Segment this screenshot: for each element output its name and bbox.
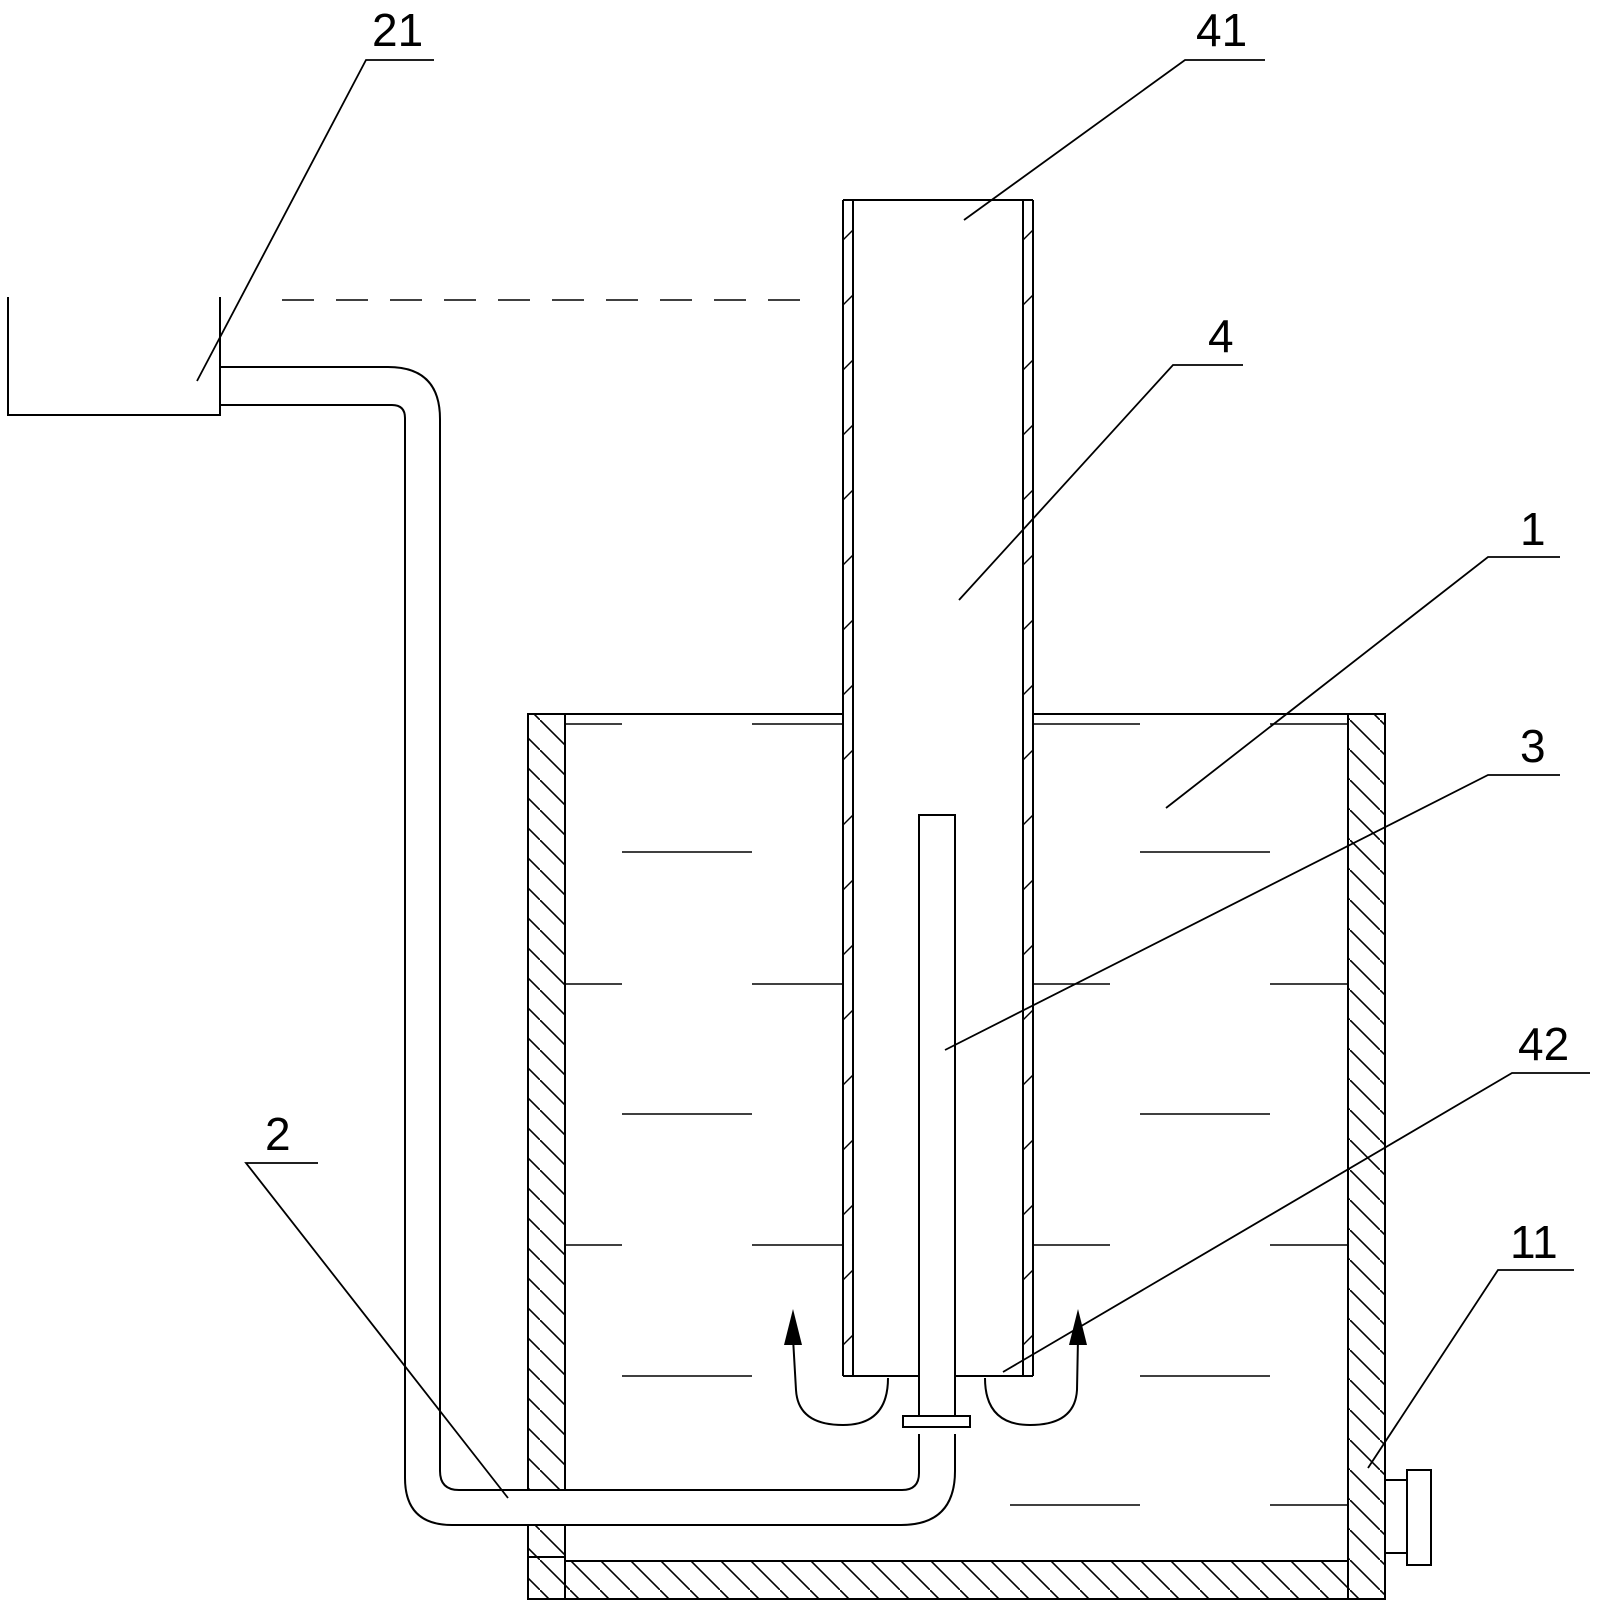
leader-lines xyxy=(196,59,1590,1499)
label-4: 4 xyxy=(1208,310,1234,362)
label-21: 21 xyxy=(372,4,423,56)
tube-wall-hatch xyxy=(843,749,853,761)
tube-wall-hatch xyxy=(1023,554,1033,566)
label-3: 3 xyxy=(1520,720,1546,772)
tube-wall-hatch xyxy=(1023,1334,1033,1346)
label-41: 41 xyxy=(1196,4,1247,56)
feed-pipe xyxy=(902,814,971,1428)
tube-wall-hatch xyxy=(843,684,853,696)
tube-wall-hatch xyxy=(1023,684,1033,696)
tube-wall-hatch xyxy=(1023,489,1033,501)
tube-wall-hatch xyxy=(1023,749,1033,761)
label-1: 1 xyxy=(1520,503,1546,555)
tube-wall-hatch xyxy=(1023,944,1033,956)
tube-wall-hatch xyxy=(843,944,853,956)
label-11: 11 xyxy=(1510,1216,1558,1268)
drain-valve xyxy=(1384,1469,1432,1566)
tube-wall-hatch xyxy=(1023,424,1033,436)
tube-wall-hatch xyxy=(843,1139,853,1151)
tube-wall-hatch xyxy=(1023,814,1033,826)
tube-wall-hatch xyxy=(843,229,853,241)
tube-wall-hatch xyxy=(1023,294,1033,306)
supply-pipe xyxy=(220,366,956,1526)
liquid-level-marks xyxy=(565,723,1348,1506)
tube-wall-hatch xyxy=(1023,229,1033,241)
tube-wall-hatch xyxy=(1023,879,1033,891)
flow-arrows xyxy=(784,1309,1087,1427)
tube-wall-hatch xyxy=(843,1269,853,1281)
tube-wall-hatch xyxy=(843,879,853,891)
tube-wall-hatch xyxy=(1023,1139,1033,1151)
tube-wall-hatch xyxy=(843,1334,853,1346)
tube-wall-hatch xyxy=(1023,1269,1033,1281)
tube-wall-hatch xyxy=(1023,1204,1033,1216)
tube-wall-hatch xyxy=(843,814,853,826)
tube-wall-hatch xyxy=(843,554,853,566)
tube-wall-hatch xyxy=(843,1074,853,1086)
tube-wall-hatch xyxy=(843,1204,853,1216)
supply-tank xyxy=(7,297,221,416)
inner-tube xyxy=(842,199,1034,1377)
tube-wall-hatch xyxy=(1023,619,1033,631)
tube-wall-hatch xyxy=(1023,1009,1033,1021)
tube-wall-hatch xyxy=(1023,359,1033,371)
outer-vessel xyxy=(527,713,1386,1600)
label-42: 42 xyxy=(1518,1018,1569,1070)
tube-wall-hatch xyxy=(843,294,853,306)
tube-wall-hatch xyxy=(843,1009,853,1021)
tube-wall-hatch xyxy=(843,359,853,371)
tube-wall-hatch xyxy=(843,619,853,631)
tube-wall-hatch xyxy=(843,424,853,436)
tube-wall-hatch xyxy=(843,489,853,501)
label-2: 2 xyxy=(265,1108,291,1160)
tube-wall-hatch xyxy=(1023,1074,1033,1086)
